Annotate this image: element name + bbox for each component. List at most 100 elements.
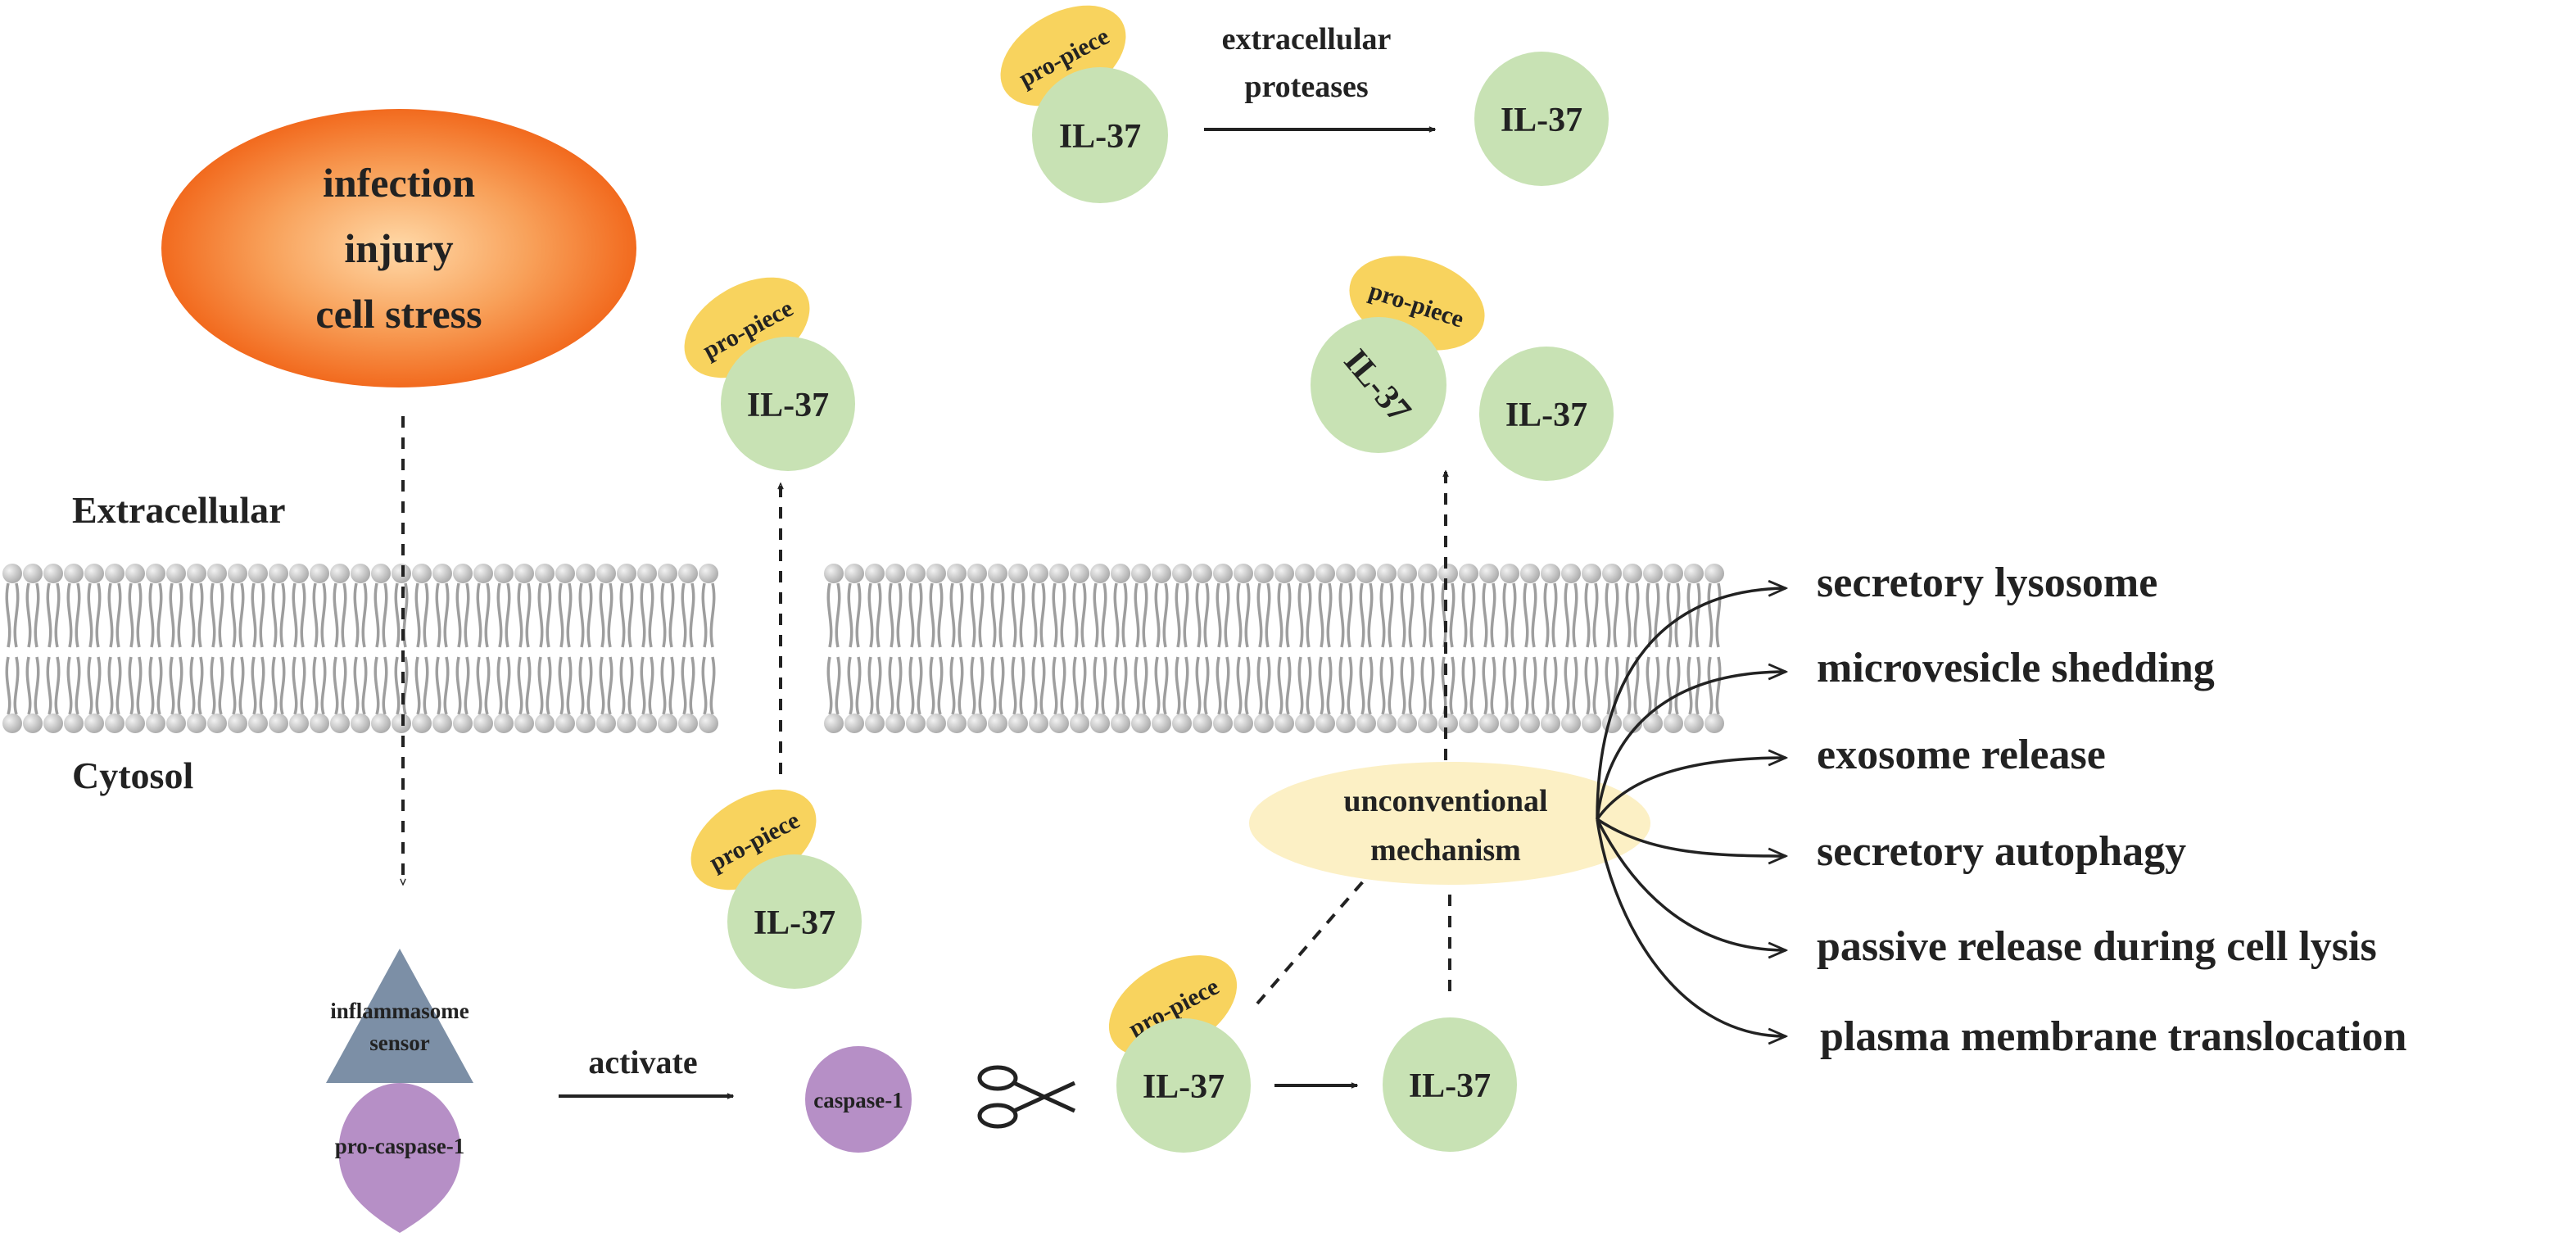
lipid — [228, 564, 247, 733]
lipid — [1029, 564, 1048, 733]
lipid — [1295, 564, 1315, 733]
lipid — [269, 564, 288, 733]
cell-membrane — [2, 564, 1724, 733]
lipid — [1520, 564, 1540, 733]
unconventional-connector-left — [1256, 879, 1365, 1005]
lipid — [885, 564, 905, 733]
lipid — [1705, 564, 1724, 733]
mechanism-arrow — [1596, 818, 1786, 856]
lipid — [1664, 564, 1683, 733]
il37-label: IL-37 — [754, 904, 835, 942]
lipid — [1193, 564, 1212, 733]
lipid — [967, 564, 987, 733]
lipid — [2, 564, 22, 733]
lipid — [187, 564, 206, 733]
stimulus-line-injury: injury — [344, 225, 453, 271]
mechanism-exosome-release: exosome release — [1817, 732, 2106, 778]
lipid — [1254, 564, 1274, 733]
lipid — [576, 564, 595, 733]
mechanism-arrow — [1596, 672, 1786, 820]
lipid — [289, 564, 309, 733]
lipid — [1418, 564, 1437, 733]
mechanism-arrow — [1596, 818, 1786, 1036]
il37-label: IL-37 — [1143, 1068, 1225, 1106]
lipid — [1356, 564, 1376, 733]
il37-precursor-extracellular-right: pro-piece IL-37 — [1311, 256, 1485, 453]
lipid — [1438, 564, 1458, 733]
mechanism-arrow — [1596, 758, 1786, 821]
lipid — [637, 564, 657, 733]
mechanism-microvesicle-shedding: microvesicle shedding — [1817, 645, 2215, 691]
lipid — [453, 564, 473, 733]
lipid — [678, 564, 698, 733]
lipid — [1459, 564, 1478, 733]
mechanism-secretory-lysosome: secretory lysosome — [1817, 560, 2157, 606]
lipid — [1274, 564, 1294, 733]
lipid — [43, 564, 63, 733]
scissors-icon — [977, 1065, 1076, 1129]
lipid — [535, 564, 555, 733]
extracellular-label: Extracellular — [72, 489, 286, 531]
lipid — [824, 564, 844, 733]
lipid — [658, 564, 677, 733]
mechanism-secretory-autophagy: secretory autophagy — [1817, 828, 2186, 875]
lipid — [988, 564, 1007, 733]
il37-precursor-cytosol: pro-piece IL-37 — [1108, 955, 1251, 1153]
lipid — [1582, 564, 1601, 733]
lipid — [514, 564, 534, 733]
il37-label: IL-37 — [747, 387, 829, 424]
lipid — [1684, 564, 1704, 733]
mechanism-arrow — [1596, 818, 1786, 950]
lipid — [371, 564, 391, 733]
lipid — [844, 564, 864, 733]
lipid — [947, 564, 967, 733]
lipid — [1561, 564, 1581, 733]
lipid — [1090, 564, 1110, 733]
lipid — [1172, 564, 1192, 733]
cytosol-label: Cytosol — [72, 754, 193, 796]
lipid — [699, 564, 718, 733]
lipid — [310, 564, 329, 733]
lipid — [1213, 564, 1233, 733]
activate-label: activate — [588, 1044, 697, 1081]
caspase-1-label: caspase-1 — [813, 1088, 903, 1112]
pro-caspase-1-label: pro-caspase-1 — [335, 1134, 465, 1158]
inflammasome-label-line2: sensor — [369, 1031, 430, 1055]
mechanism-arrows — [1596, 588, 1786, 1036]
proteases-label-line2: proteases — [1244, 70, 1368, 104]
lipid — [1315, 564, 1335, 733]
lipid — [248, 564, 268, 733]
lipid — [330, 564, 350, 733]
il37-label: IL-37 — [1501, 102, 1582, 139]
lipid — [1541, 564, 1560, 733]
lipid — [166, 564, 186, 733]
lipid — [473, 564, 493, 733]
lipid — [1070, 564, 1089, 733]
lipid — [906, 564, 926, 733]
il37-mature-top: IL-37 — [1474, 52, 1609, 186]
lipid — [84, 564, 104, 733]
mechanism-passive-release: passive release during cell lysis — [1817, 923, 2377, 970]
mechanism-plasma-membrane-translocation: plasma membrane translocation — [1820, 1013, 2406, 1060]
stimulus-line-infection: infection — [323, 160, 475, 206]
lipid — [1131, 564, 1151, 733]
il37-precursor-top: pro-piece IL-37 — [1000, 5, 1168, 203]
lipid — [105, 564, 124, 733]
lipid — [1643, 564, 1663, 733]
lipid — [596, 564, 616, 733]
lipid — [1336, 564, 1356, 733]
il37-precursor-extracellular-left: pro-piece IL-37 — [684, 277, 855, 471]
lipid — [1377, 564, 1397, 733]
lipid — [555, 564, 575, 733]
stimulus-ellipse: infection injury cell stress — [161, 109, 636, 387]
stimulus-line-cell-stress: cell stress — [315, 291, 482, 337]
lipid — [1152, 564, 1171, 733]
lipid — [1008, 564, 1028, 733]
lipid — [617, 564, 636, 733]
inflammasome-complex: inflammasome sensor pro-caspase-1 — [326, 949, 473, 1233]
caspase-1: caspase-1 — [805, 1046, 912, 1153]
il37-mature-cytosol: IL-37 — [1383, 1017, 1517, 1152]
inflammasome-label-line1: inflammasome — [330, 999, 469, 1023]
